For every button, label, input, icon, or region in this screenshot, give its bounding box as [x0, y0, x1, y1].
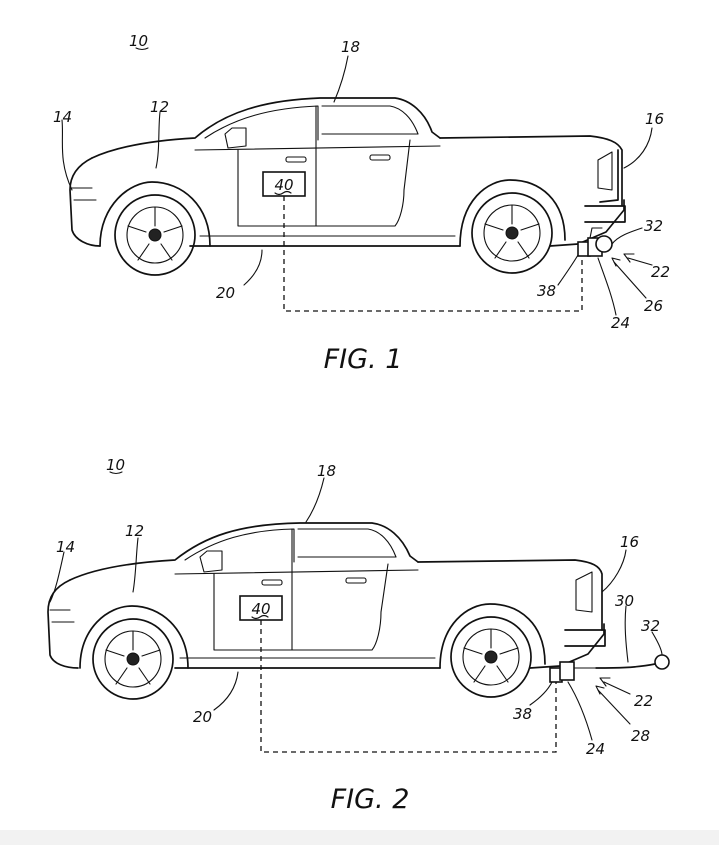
figure-2: 40 10 12 14 16 18 20 22 24 28 30 32 38 F… — [47, 456, 670, 815]
label-38: 38 — [537, 282, 556, 300]
figure-1-caption: FIG. 1 — [324, 344, 403, 375]
label-18: 18 — [341, 38, 360, 56]
label-16: 16 — [645, 110, 664, 128]
label-14: 14 — [56, 538, 75, 556]
label-24: 24 — [586, 740, 605, 758]
label-12: 12 — [150, 98, 169, 116]
label-22: 22 — [651, 263, 670, 281]
front-wheel — [92, 618, 174, 700]
label-16: 16 — [620, 533, 639, 551]
label-18: 18 — [317, 462, 336, 480]
label-10: 10 — [129, 32, 148, 50]
label-22: 22 — [634, 692, 653, 710]
label-20: 20 — [216, 284, 235, 302]
label-32: 32 — [641, 617, 660, 635]
label-10: 10 — [106, 456, 125, 474]
front-wheel — [114, 194, 196, 276]
truck-drawing — [47, 522, 606, 700]
extension-arm — [595, 663, 656, 669]
label-14: 14 — [53, 108, 72, 126]
truck-drawing — [69, 97, 626, 276]
figure-1: 40 10 12 14 16 18 20 22 24 26 32 38 FIG.… — [53, 32, 670, 375]
rear-wheel — [471, 192, 553, 274]
controller-box: 40 — [262, 171, 306, 197]
controller-box: 40 — [239, 595, 283, 621]
label-26: 26 — [644, 297, 663, 315]
rear-wheel — [450, 616, 532, 698]
wiring-path — [283, 196, 583, 312]
wiring-path — [260, 620, 557, 753]
label-28: 28 — [631, 727, 650, 745]
label-12: 12 — [125, 522, 144, 540]
hitch-assembly — [549, 654, 670, 683]
label-40: 40 — [274, 176, 293, 194]
hitch-ball — [654, 654, 670, 670]
label-38: 38 — [513, 705, 532, 723]
page-bottom-strip — [0, 830, 719, 845]
label-20: 20 — [193, 708, 212, 726]
label-24: 24 — [611, 314, 630, 332]
figure-2-caption: FIG. 2 — [331, 784, 410, 815]
label-32: 32 — [644, 217, 663, 235]
label-30: 30 — [615, 592, 634, 610]
label-40: 40 — [251, 600, 270, 618]
